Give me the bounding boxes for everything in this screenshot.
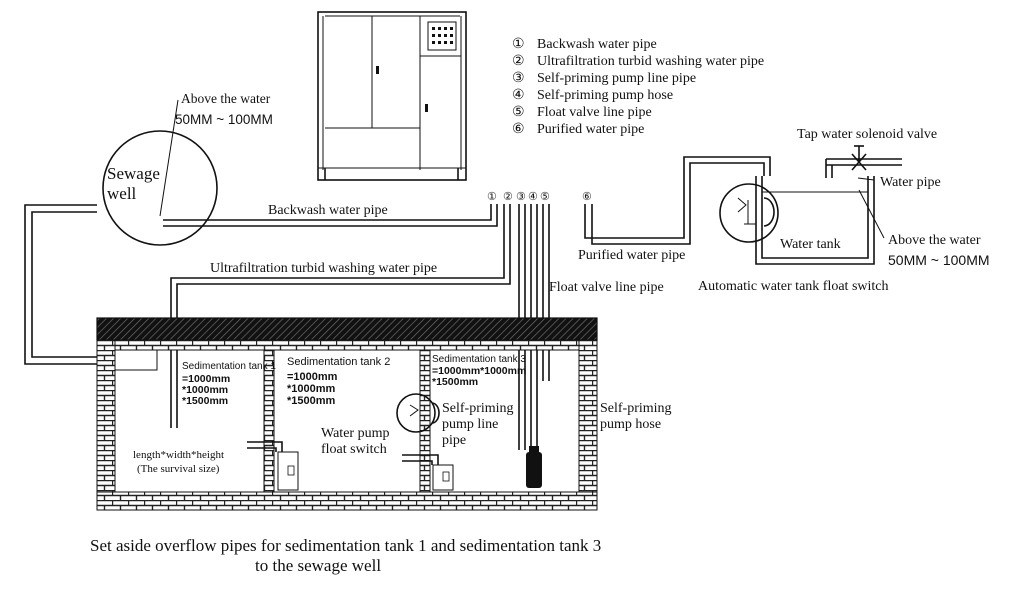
water-pipe-label: Water pipe xyxy=(880,175,941,190)
legend-num-4: ④ xyxy=(512,88,525,103)
water-tank-label: Water tank xyxy=(780,237,841,252)
legend-label-3: Self-priming pump line pipe xyxy=(537,71,696,86)
tank-1-labels: Sedimentation tank 1 =1000mm *1000mm *15… xyxy=(133,361,276,475)
tank-3-dim-2: *1500mm xyxy=(432,376,478,388)
tank-2-dim-3: *1500mm xyxy=(287,395,336,407)
pump-line-label-3: pipe xyxy=(442,433,466,448)
legend-label-6: Purified water pipe xyxy=(537,122,644,137)
sewage-well: Sewage well Above the water 50MM ~ 100MM xyxy=(102,91,273,246)
pipe-legend: ① Backwash water pipe ② Ultrafiltration … xyxy=(512,37,764,137)
purified-water-pipe xyxy=(584,156,771,245)
tank-2-dim-2: *1000mm xyxy=(287,383,336,395)
pipe-number-2: ② xyxy=(503,191,513,203)
purified-water-label: Purified water pipe xyxy=(578,248,685,263)
pump-line-label-2: pump line xyxy=(442,417,498,432)
tank-2-labels: Sedimentation tank 2 =1000mm *1000mm *15… xyxy=(247,356,390,491)
pipe-number-5: ⑤ xyxy=(540,191,550,203)
pipe-number-4: ④ xyxy=(528,191,538,203)
tap-water-valve-label: Tap water solenoid valve xyxy=(797,127,937,142)
tank-1-title: Sedimentation tank 1 xyxy=(182,361,276,372)
equipment-cabinet xyxy=(317,11,467,181)
tank-2-title: Sedimentation tank 2 xyxy=(287,356,390,368)
legend-label-5: Float valve line pipe xyxy=(537,105,652,120)
pump-float-label-2: float switch xyxy=(321,442,387,457)
tank-3-labels: Sedimentation tank 3 =1000mm*1000mm *150… xyxy=(396,354,672,491)
legend-label-1: Backwash water pipe xyxy=(537,37,657,52)
legend-num-3: ③ xyxy=(512,71,525,86)
water-tank: Water tank Tap water solenoid valve Wate… xyxy=(698,127,990,294)
ultrafiltration-pipe xyxy=(170,204,511,428)
size-note-2: (The survival size) xyxy=(137,463,220,475)
pipe-number-1: ① xyxy=(487,191,497,203)
legend-label-2: Ultrafiltration turbid washing water pip… xyxy=(537,54,764,69)
sewage-well-label-2: well xyxy=(107,184,137,203)
legend-label-4: Self-priming pump hose xyxy=(537,88,673,103)
float-valve-line-label: Float valve line pipe xyxy=(549,280,664,295)
tank-1-dim-1: =1000mm xyxy=(182,373,230,385)
pump-line-detail-circle xyxy=(396,393,436,433)
tank-3-dim-1: =1000mm*1000mm xyxy=(432,365,526,377)
caption-line-1: Set aside overflow pipes for sedimentati… xyxy=(90,536,601,555)
pipe-number-labels: ① ② ③ ④ ⑤ ⑥ xyxy=(487,191,592,203)
sewage-height-range: 50MM ~ 100MM xyxy=(175,112,273,127)
ultrafiltration-pipe-label: Ultrafiltration turbid washing water pip… xyxy=(210,261,437,276)
tank-1-dim-3: *1500mm xyxy=(182,395,228,407)
sewage-well-label-1: Sewage xyxy=(107,164,160,183)
pump-line-label-1: Self-priming xyxy=(442,401,514,416)
pipe-number-3: ③ xyxy=(516,191,526,203)
self-priming-pump xyxy=(526,452,542,488)
pump-hose-label-1: Self-priming xyxy=(600,401,672,416)
legend-num-5: ⑤ xyxy=(512,105,525,120)
sewage-above-water: Above the water xyxy=(181,91,271,106)
float-switch-label: Automatic water tank float switch xyxy=(698,279,889,294)
tank-2-dim-1: =1000mm xyxy=(287,371,338,383)
backwash-pipe-label: Backwash water pipe xyxy=(268,203,388,218)
legend-num-6: ⑥ xyxy=(512,122,525,137)
tank-3-title: Sedimentation tank 3 xyxy=(432,354,526,365)
pump-hose-label-2: pump hose xyxy=(600,417,661,432)
caption-line-2: to the sewage well xyxy=(255,556,381,575)
pipe-number-6: ⑥ xyxy=(582,191,592,203)
sedimentation-tank-structure xyxy=(96,317,598,511)
tank-1-dim-2: *1000mm xyxy=(182,384,228,396)
tank-height-range: 50MM ~ 100MM xyxy=(888,252,990,268)
legend-num-2: ② xyxy=(512,54,525,69)
size-note-1: length*width*height xyxy=(133,449,224,461)
pump-float-label-1: Water pump xyxy=(321,426,389,441)
backwash-pipe xyxy=(163,204,498,227)
legend-num-1: ① xyxy=(512,37,525,52)
tank-above-water: Above the water xyxy=(888,233,981,248)
float-switch-detail-circle xyxy=(719,183,779,243)
